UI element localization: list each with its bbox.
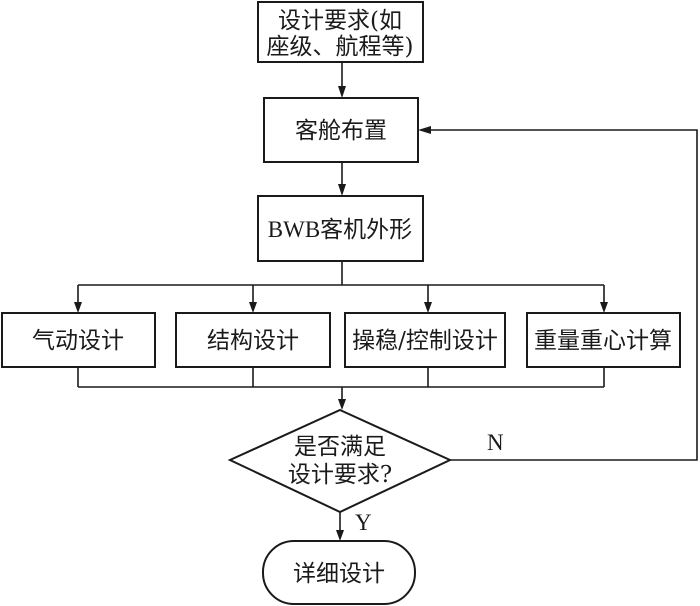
edge-no-label: N	[487, 430, 504, 455]
arrowhead-down-icon	[74, 302, 82, 313]
node-decision: 是否满足 设计要求?	[227, 408, 453, 514]
arrowhead-down-icon	[338, 184, 346, 196]
cabin-layout-box	[263, 97, 419, 163]
control-design-box	[344, 312, 506, 368]
node-weight-cg: 重量重心计算	[526, 312, 681, 368]
detailed-design-label: 详细设计	[293, 561, 385, 587]
control-design-label: 操稳/控制设计	[352, 328, 498, 354]
decision-diamond	[227, 408, 453, 514]
node-structure-design: 结构设计	[175, 312, 331, 368]
node-cabin-layout: 客舱布置	[263, 97, 419, 163]
node-control-design: 操稳/控制设计	[344, 312, 506, 368]
requirements-line1: 设计要求(如	[278, 8, 402, 34]
arrowhead-down-icon	[338, 399, 346, 410]
aero-design-box	[1, 312, 156, 368]
node-aero-design: 气动设计	[1, 312, 156, 368]
node-detailed-design: 详细设计	[262, 540, 416, 605]
detailed-design-terminal	[262, 540, 416, 605]
edge-no-feedback	[430, 129, 698, 461]
decision-line1: 是否满足	[294, 434, 386, 460]
edge-yes-label: Y	[355, 510, 372, 535]
node-bwb-shape: BWB客机外形	[257, 195, 424, 262]
weight-cg-box	[526, 312, 681, 368]
arrowhead-down-icon	[424, 302, 432, 313]
bwb-shape-box	[257, 195, 424, 262]
decision-line2: 设计要求?	[288, 462, 392, 488]
requirements-box	[257, 1, 424, 63]
structure-design-label: 结构设计	[207, 328, 299, 354]
arrowhead-left-icon	[418, 126, 431, 134]
weight-cg-label: 重量重心计算	[534, 328, 672, 354]
cabin-layout-label: 客舱布置	[295, 118, 387, 144]
arrowhead-down-icon	[336, 530, 344, 541]
aero-design-label: 气动设计	[32, 328, 124, 354]
bwb-shape-label: BWB客机外形	[268, 217, 412, 242]
arrowhead-down-icon	[249, 302, 257, 313]
arrowhead-down-icon	[600, 302, 608, 313]
requirements-line2: 座级、航程等)	[267, 34, 414, 60]
node-requirements: 设计要求(如 座级、航程等)	[257, 1, 424, 63]
structure-design-box	[175, 312, 331, 368]
arrowhead-down-icon	[338, 86, 346, 98]
